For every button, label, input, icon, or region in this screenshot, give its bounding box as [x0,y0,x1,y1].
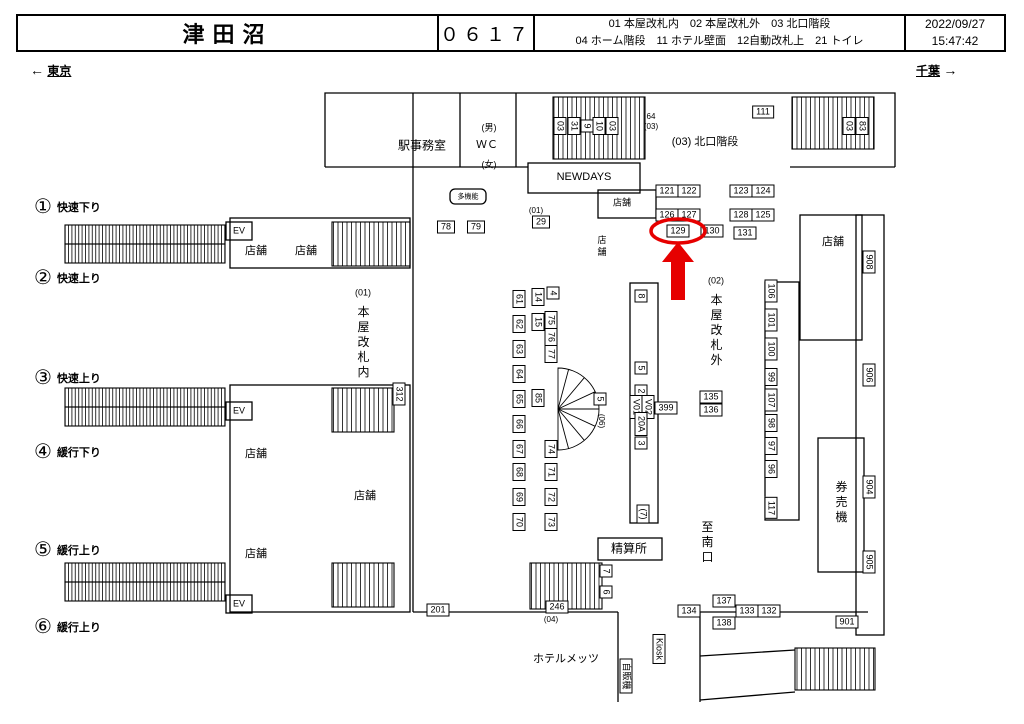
direction-right-label: 千葉 [916,64,941,78]
time: 15:47:42 [931,34,979,48]
building-outline [225,92,896,702]
direction-left-label: 東京 [47,64,72,78]
left-arrow-icon: ← [30,62,44,78]
direction-tokyo: ← 東京 [30,62,71,79]
staircases [331,96,876,691]
right-arrow-icon: → [943,62,958,78]
station-name: 津田沼 [182,22,273,47]
date: 2022/09/27 [924,17,986,32]
direction-chiba: 千葉 → [916,62,957,79]
datetime: 2022/09/27 15:47:42 [904,16,1004,50]
platform-strips [64,224,226,602]
header-bar: 津田沼 ０６１７ 01 本屋改札内 02 本屋改札外 03 北口階段 04 ホー… [16,14,1006,52]
station-code: ０６１７ [437,16,533,50]
legend: 01 本屋改札内 02 本屋改札外 03 北口階段 04 ホーム階段 11 ホテ… [533,16,904,50]
fan-staircase [557,367,600,451]
legend-line-1: 01 本屋改札内 02 本屋改札外 03 北口階段 [608,17,831,30]
legend-line-2: 04 ホーム階段 11 ホテル壁面 12自動改札上 21 トイレ [575,35,864,47]
